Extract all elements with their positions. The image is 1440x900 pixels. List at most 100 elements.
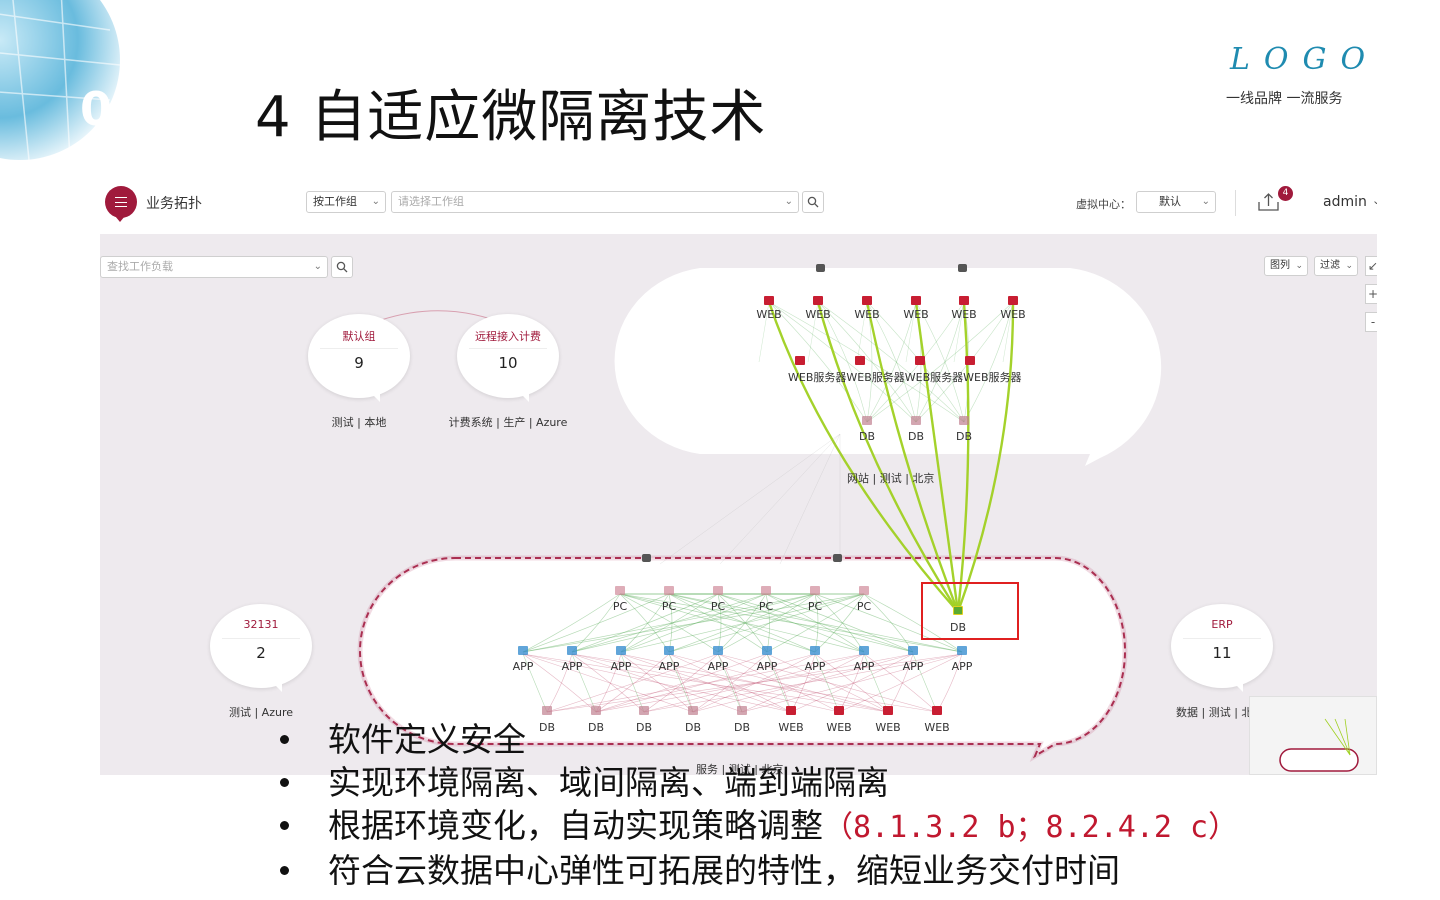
pc-label: PC <box>710 600 726 613</box>
web-server-icon[interactable] <box>862 296 872 305</box>
web-service-icon[interactable] <box>795 356 805 365</box>
database-icon[interactable] <box>911 416 921 425</box>
app-server-icon[interactable] <box>567 646 577 655</box>
topology-edge <box>814 593 865 653</box>
topology-edge <box>643 653 865 713</box>
workgroup-select[interactable]: 请选择工作组⌄ <box>391 191 799 213</box>
virtual-center-select[interactable]: 默认⌄ <box>1136 191 1216 213</box>
chevron-down-icon: ⌄ <box>313 261 322 272</box>
pc-icon[interactable] <box>761 586 771 595</box>
pc-icon[interactable] <box>664 586 674 595</box>
top-web-label: WEB <box>854 308 880 321</box>
group-count: 9 <box>354 354 364 372</box>
top-cluster-bubble <box>614 268 1162 466</box>
pc-icon[interactable] <box>810 586 820 595</box>
topology-minimap[interactable] <box>1249 696 1377 775</box>
topology-edge <box>741 653 865 713</box>
topology-edge <box>668 593 963 653</box>
user-menu[interactable]: admin <box>1323 194 1367 210</box>
topology-edge <box>758 301 770 363</box>
topology-edge <box>717 593 865 653</box>
workload-search-button[interactable] <box>331 256 353 278</box>
database-icon[interactable] <box>737 706 747 715</box>
app-server-icon[interactable] <box>908 646 918 655</box>
chevron-down-icon: ⌄ <box>1295 261 1303 271</box>
topology-edge <box>668 593 768 653</box>
app-server-icon[interactable] <box>664 646 674 655</box>
topology-edge <box>817 301 917 423</box>
topology-edge <box>571 653 840 713</box>
database-icon[interactable] <box>639 706 649 715</box>
highlighted-db-icon[interactable] <box>953 606 963 615</box>
zoom-in-button[interactable]: + <box>1365 284 1377 304</box>
view-mode-select[interactable]: 图列 ⌄ <box>1264 256 1308 276</box>
filter-select[interactable]: 过滤⌄ <box>1314 256 1358 276</box>
app-server-icon[interactable] <box>859 646 869 655</box>
database-icon[interactable] <box>688 706 698 715</box>
database-icon[interactable] <box>591 706 601 715</box>
group-node-remote-billing[interactable]: 远程接入计费 10 <box>457 314 559 402</box>
app-server-icon[interactable] <box>957 646 967 655</box>
web-server-icon[interactable] <box>834 706 844 715</box>
virtual-center-label: 虚拟中心： <box>1076 198 1131 211</box>
web-service-icon[interactable] <box>855 356 865 365</box>
menu-icon[interactable] <box>105 186 137 222</box>
decorative-globe: 0 <box>0 0 121 171</box>
collapse-icon[interactable]: ↙ <box>1365 256 1377 276</box>
web-server-icon[interactable] <box>764 296 774 305</box>
topology-edge <box>619 593 816 653</box>
group-node-default[interactable]: 默认组 9 <box>308 314 410 402</box>
web-service-icon[interactable] <box>915 356 925 365</box>
web-server-icon[interactable] <box>959 296 969 305</box>
topology-edge <box>659 433 841 565</box>
app-server-icon[interactable] <box>713 646 723 655</box>
workload-search-input[interactable]: 查找工作负载⌄ <box>100 256 328 278</box>
web-server-icon[interactable] <box>786 706 796 715</box>
topology-edge <box>816 301 960 613</box>
top-web-label: WEB <box>903 308 929 321</box>
slide-title: 4 自适应微隔离技术 <box>255 85 767 150</box>
chevron-down-icon: ⌄ <box>1345 261 1353 271</box>
bottom-row-label: DB <box>538 721 556 734</box>
chevron-down-icon: ⌄ <box>784 196 793 207</box>
web-service-icon[interactable] <box>965 356 975 365</box>
topology-edge <box>522 593 816 653</box>
upload-icon[interactable] <box>1256 190 1282 214</box>
view-mode-value: 图列 <box>1270 260 1290 271</box>
pc-icon[interactable] <box>713 586 723 595</box>
bullet-item: 实现环境隔离、域间隔离、端到端隔离 <box>280 761 1380 804</box>
pc-icon[interactable] <box>615 586 625 595</box>
app-label: APP <box>561 660 583 673</box>
topology-edge <box>619 593 865 653</box>
web-server-icon[interactable] <box>1008 296 1018 305</box>
web-server-icon[interactable] <box>813 296 823 305</box>
topology-edge <box>619 593 719 653</box>
logo: LOGO <box>1230 42 1380 77</box>
app-server-icon[interactable] <box>518 646 528 655</box>
database-icon[interactable] <box>542 706 552 715</box>
app-server-icon[interactable] <box>762 646 772 655</box>
topology-edge <box>571 593 621 653</box>
chevron-down-icon: ⌄ <box>1201 196 1210 207</box>
bottom-row-label: DB <box>684 721 702 734</box>
group-mode-select[interactable]: 按工作组⌄ <box>306 191 386 213</box>
app-server-icon[interactable] <box>810 646 820 655</box>
pc-icon[interactable] <box>859 586 869 595</box>
group-node-erp[interactable]: ERP 11 <box>1171 604 1273 692</box>
group-node-32131[interactable]: 32131 2 <box>210 604 312 692</box>
database-icon[interactable] <box>959 416 969 425</box>
pc-label: PC <box>807 600 823 613</box>
app-server-icon[interactable] <box>616 646 626 655</box>
topology-edge <box>522 653 792 713</box>
group-count: 11 <box>1212 644 1232 662</box>
workgroup-search-button[interactable] <box>802 191 824 213</box>
zoom-out-button[interactable]: - <box>1365 312 1377 332</box>
chevron-down-icon[interactable]: ⌄ <box>1372 194 1377 207</box>
topology-canvas[interactable]: 查找工作负载⌄ 图列⌄ 过滤⌄ ↙ + - 默认组 9 测试 | 本地 远程接入… <box>100 234 1377 775</box>
web-server-icon[interactable] <box>883 706 893 715</box>
web-server-icon[interactable] <box>932 706 942 715</box>
bullet-text: 根据环境变化，自动实现策略调整 <box>328 806 823 845</box>
topology-edge <box>765 593 865 653</box>
database-icon[interactable] <box>862 416 872 425</box>
web-server-icon[interactable] <box>911 296 921 305</box>
